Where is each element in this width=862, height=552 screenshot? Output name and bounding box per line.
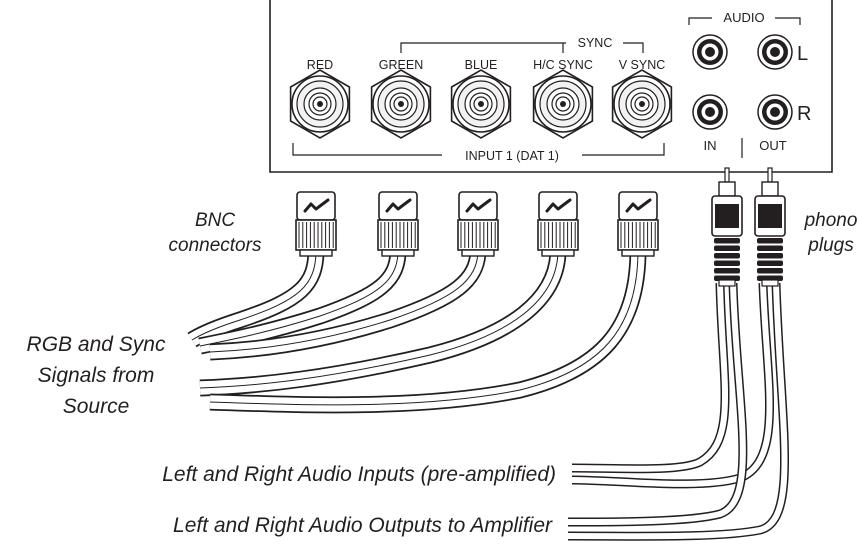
audio-title: AUDIO bbox=[723, 10, 764, 25]
bnc-callout-line1: BNC bbox=[195, 210, 235, 231]
channel-label-v-sync: V SYNC bbox=[619, 58, 666, 72]
phono-callout-line1: phono bbox=[804, 210, 858, 231]
cable-blue bbox=[209, 249, 487, 361]
bnc-jack-blue bbox=[450, 69, 512, 139]
bnc-jack-v-sync bbox=[611, 69, 673, 139]
bnc-plug-red bbox=[295, 191, 337, 257]
panel-outline bbox=[269, 0, 833, 173]
audio-inputs-callout: Left and Right Audio Inputs (pre-amplifi… bbox=[162, 463, 556, 486]
channel-label-hc-sync: H/C SYNC bbox=[533, 58, 593, 72]
audio-cables bbox=[567, 282, 790, 541]
sync-bracket: SYNC bbox=[400, 36, 644, 53]
cable-red bbox=[187, 249, 325, 348]
rgb-source-line3: Source bbox=[63, 395, 130, 418]
bnc-jack-hc-sync bbox=[532, 69, 594, 139]
channel-label-blue: BLUE bbox=[465, 58, 498, 72]
cable-v-sync bbox=[209, 249, 647, 414]
bnc-plug-hc-sync bbox=[537, 191, 579, 257]
audio-in-label: IN bbox=[704, 138, 717, 153]
rgb-source-line1: RGB and Sync bbox=[27, 333, 166, 356]
input-bracket: INPUT 1 (DAT 1) bbox=[292, 143, 665, 163]
audio-left-label: L bbox=[797, 43, 808, 65]
cable-green bbox=[198, 249, 407, 355]
audio-section: AUDIO L R IN OUT bbox=[688, 10, 811, 158]
bnc-plug-v-sync bbox=[617, 191, 659, 257]
cable-hc-sync bbox=[199, 249, 567, 397]
audio-cable-inputs-left bbox=[571, 282, 730, 474]
phono-callout-line2: plugs bbox=[807, 235, 854, 256]
channel-label-red: RED bbox=[307, 58, 333, 72]
audio-jack-out-right bbox=[757, 94, 793, 130]
rgb-source-callout: RGB and Sync Signals from Source bbox=[27, 333, 166, 418]
audio-jack-out-left bbox=[757, 34, 793, 70]
audio-cable-outputs-right bbox=[567, 282, 790, 541]
channel-label-green: GREEN bbox=[379, 58, 423, 72]
audio-outputs-callout: Left and Right Audio Outputs to Amplifie… bbox=[173, 514, 553, 537]
phono-callout: phono plugs bbox=[804, 210, 858, 256]
phono-plug-left bbox=[711, 167, 743, 287]
audio-out-label: OUT bbox=[759, 138, 787, 153]
audio-right-label: R bbox=[797, 103, 811, 125]
bnc-callout: BNC connectors bbox=[169, 210, 262, 256]
audio-cable-outputs-left bbox=[567, 282, 748, 527]
audio-jack-in-right bbox=[692, 94, 728, 130]
input-label: INPUT 1 (DAT 1) bbox=[465, 149, 559, 163]
bnc-jack-green bbox=[370, 69, 432, 139]
bnc-cables bbox=[187, 249, 647, 414]
rgb-source-line2: Signals from bbox=[38, 364, 155, 387]
audio-jack-in-left bbox=[692, 34, 728, 70]
bnc-plug-blue bbox=[457, 191, 499, 257]
rear-panel: RED GREEN BLUE H/C SYNC V SYNC SYNC INPU… bbox=[269, 0, 833, 173]
bnc-jack-red bbox=[289, 69, 351, 139]
sync-label: SYNC bbox=[578, 36, 613, 50]
bnc-callout-line2: connectors bbox=[169, 235, 262, 256]
phono-plug-right bbox=[754, 167, 786, 287]
bnc-plug-green bbox=[377, 191, 419, 257]
